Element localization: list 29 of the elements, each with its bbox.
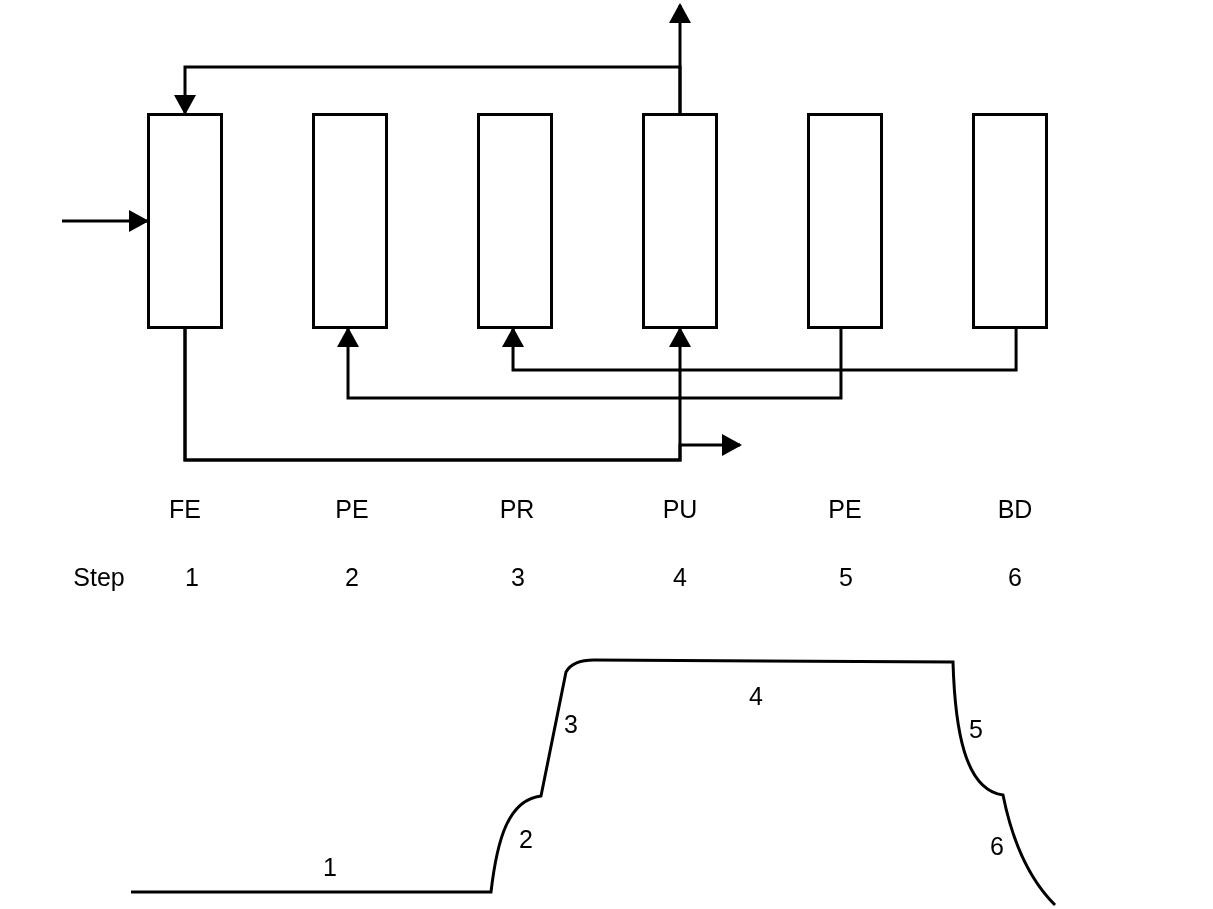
- step-name: PU: [662, 496, 698, 524]
- adsorber-column: [642, 113, 718, 329]
- step-number: 4: [673, 564, 687, 592]
- flow-arrow: [174, 65, 682, 115]
- step-name: PE: [335, 496, 369, 524]
- curve-step-number: 6: [990, 833, 1004, 861]
- step-name: FE: [169, 496, 201, 524]
- adsorber-column: [147, 113, 223, 329]
- flow-arrow: [337, 327, 843, 400]
- curve-step-number: 1: [323, 854, 337, 882]
- step-number: 3: [511, 564, 525, 592]
- adsorber-column: [477, 113, 553, 329]
- step-name: BD: [997, 496, 1033, 524]
- flow-arrow: [62, 210, 149, 232]
- step-name: PR: [499, 496, 535, 524]
- row-heading: Step: [73, 564, 125, 592]
- step-number: 1: [185, 564, 199, 592]
- flow-arrow: [502, 327, 1018, 372]
- adsorber-column: [972, 113, 1048, 329]
- curve-step-number: 3: [564, 711, 578, 739]
- step-number: 6: [1008, 564, 1022, 592]
- step-number: 2: [345, 564, 359, 592]
- adsorber-column: [312, 113, 388, 329]
- curve-step-number: 2: [519, 826, 533, 854]
- curve-step-number: 4: [749, 683, 763, 711]
- step-number: 5: [839, 564, 853, 592]
- step-name: PE: [828, 496, 862, 524]
- curve-step-number: 5: [969, 716, 983, 744]
- adsorber-column: [807, 113, 883, 329]
